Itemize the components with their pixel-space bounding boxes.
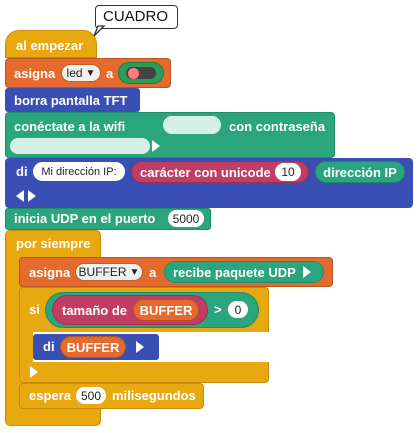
collapse-arrow-icon[interactable] (16, 190, 24, 202)
led-variable-dropdown[interactable]: led ▼ (61, 64, 101, 82)
buffer-variable-dropdown[interactable]: BUFFER ▼ (75, 263, 143, 281)
forever-label: por siempre (16, 236, 91, 251)
if-label: si (29, 302, 40, 317)
char-unicode-block[interactable]: carácter con unicode (131, 161, 309, 183)
hat-label: al empezar (16, 38, 84, 53)
wifi-password-field[interactable] (10, 138, 150, 154)
comment-bubble[interactable] (95, 5, 178, 29)
buffer-variable-name: BUFFER (78, 265, 127, 279)
udp-port-field[interactable]: 5000 (168, 210, 204, 227)
set-led-to-label: a (106, 66, 114, 81)
wifi-connect-label: conéctate a la wifi (14, 119, 126, 134)
wait-label: espera (29, 388, 71, 403)
wifi-password-label: con contraseña (229, 119, 326, 134)
clear-tft-block[interactable] (5, 88, 140, 112)
wait-block[interactable] (19, 383, 204, 409)
ip-address-label: dirección IP (323, 164, 397, 180)
expand-arrow-icon[interactable] (30, 366, 38, 378)
say-ip-label: di (16, 164, 28, 179)
wifi-ssid-field[interactable] (163, 116, 221, 134)
set-buffer-to-label: a (149, 265, 157, 280)
say-buffer-variable[interactable]: BUFFER (60, 336, 126, 358)
comment-connector (93, 25, 106, 37)
set-led-label: asigna (14, 66, 56, 81)
expand-arrow-icon[interactable] (303, 266, 311, 278)
char-unicode-value[interactable]: 10 (275, 163, 301, 181)
ip-address-block[interactable]: dirección IP (315, 161, 405, 183)
set-buffer-label: asigna (29, 265, 71, 280)
expand-arrow-icon[interactable] (152, 140, 160, 152)
receive-udp-block[interactable]: recibe paquete UDP (164, 261, 324, 283)
char-unicode-label: carácter con unicode (140, 164, 271, 180)
size-of-label: tamaño de (62, 302, 128, 318)
say-buffer-label: di (43, 339, 55, 354)
chevron-down-icon: ▼ (85, 67, 96, 79)
toggle-knob-icon (128, 68, 139, 79)
receive-udp-label: recibe paquete UDP (173, 264, 296, 280)
chevron-down-icon: ▼ (129, 266, 140, 278)
wait-unit-label: milisegundos (112, 388, 196, 403)
size-of-buffer-variable[interactable]: BUFFER (133, 299, 199, 321)
start-udp-block[interactable] (5, 208, 211, 230)
expand-arrow-icon[interactable] (136, 341, 144, 353)
wait-value-field[interactable]: 500 (76, 387, 106, 404)
start-udp-label: inicia UDP en el puerto (14, 211, 156, 226)
clear-tft-label: borra pantalla TFT (14, 93, 128, 108)
expand-arrow-icon[interactable] (28, 190, 36, 202)
compare-value-field[interactable]: 0 (228, 301, 248, 318)
comment-label: CUADRO (103, 8, 169, 25)
greater-than-operator: > (214, 302, 222, 317)
hat-block[interactable] (5, 30, 97, 58)
say-ip-text-field[interactable]: Mi dirección IP: (33, 162, 125, 181)
led-variable-name: led (66, 66, 83, 80)
